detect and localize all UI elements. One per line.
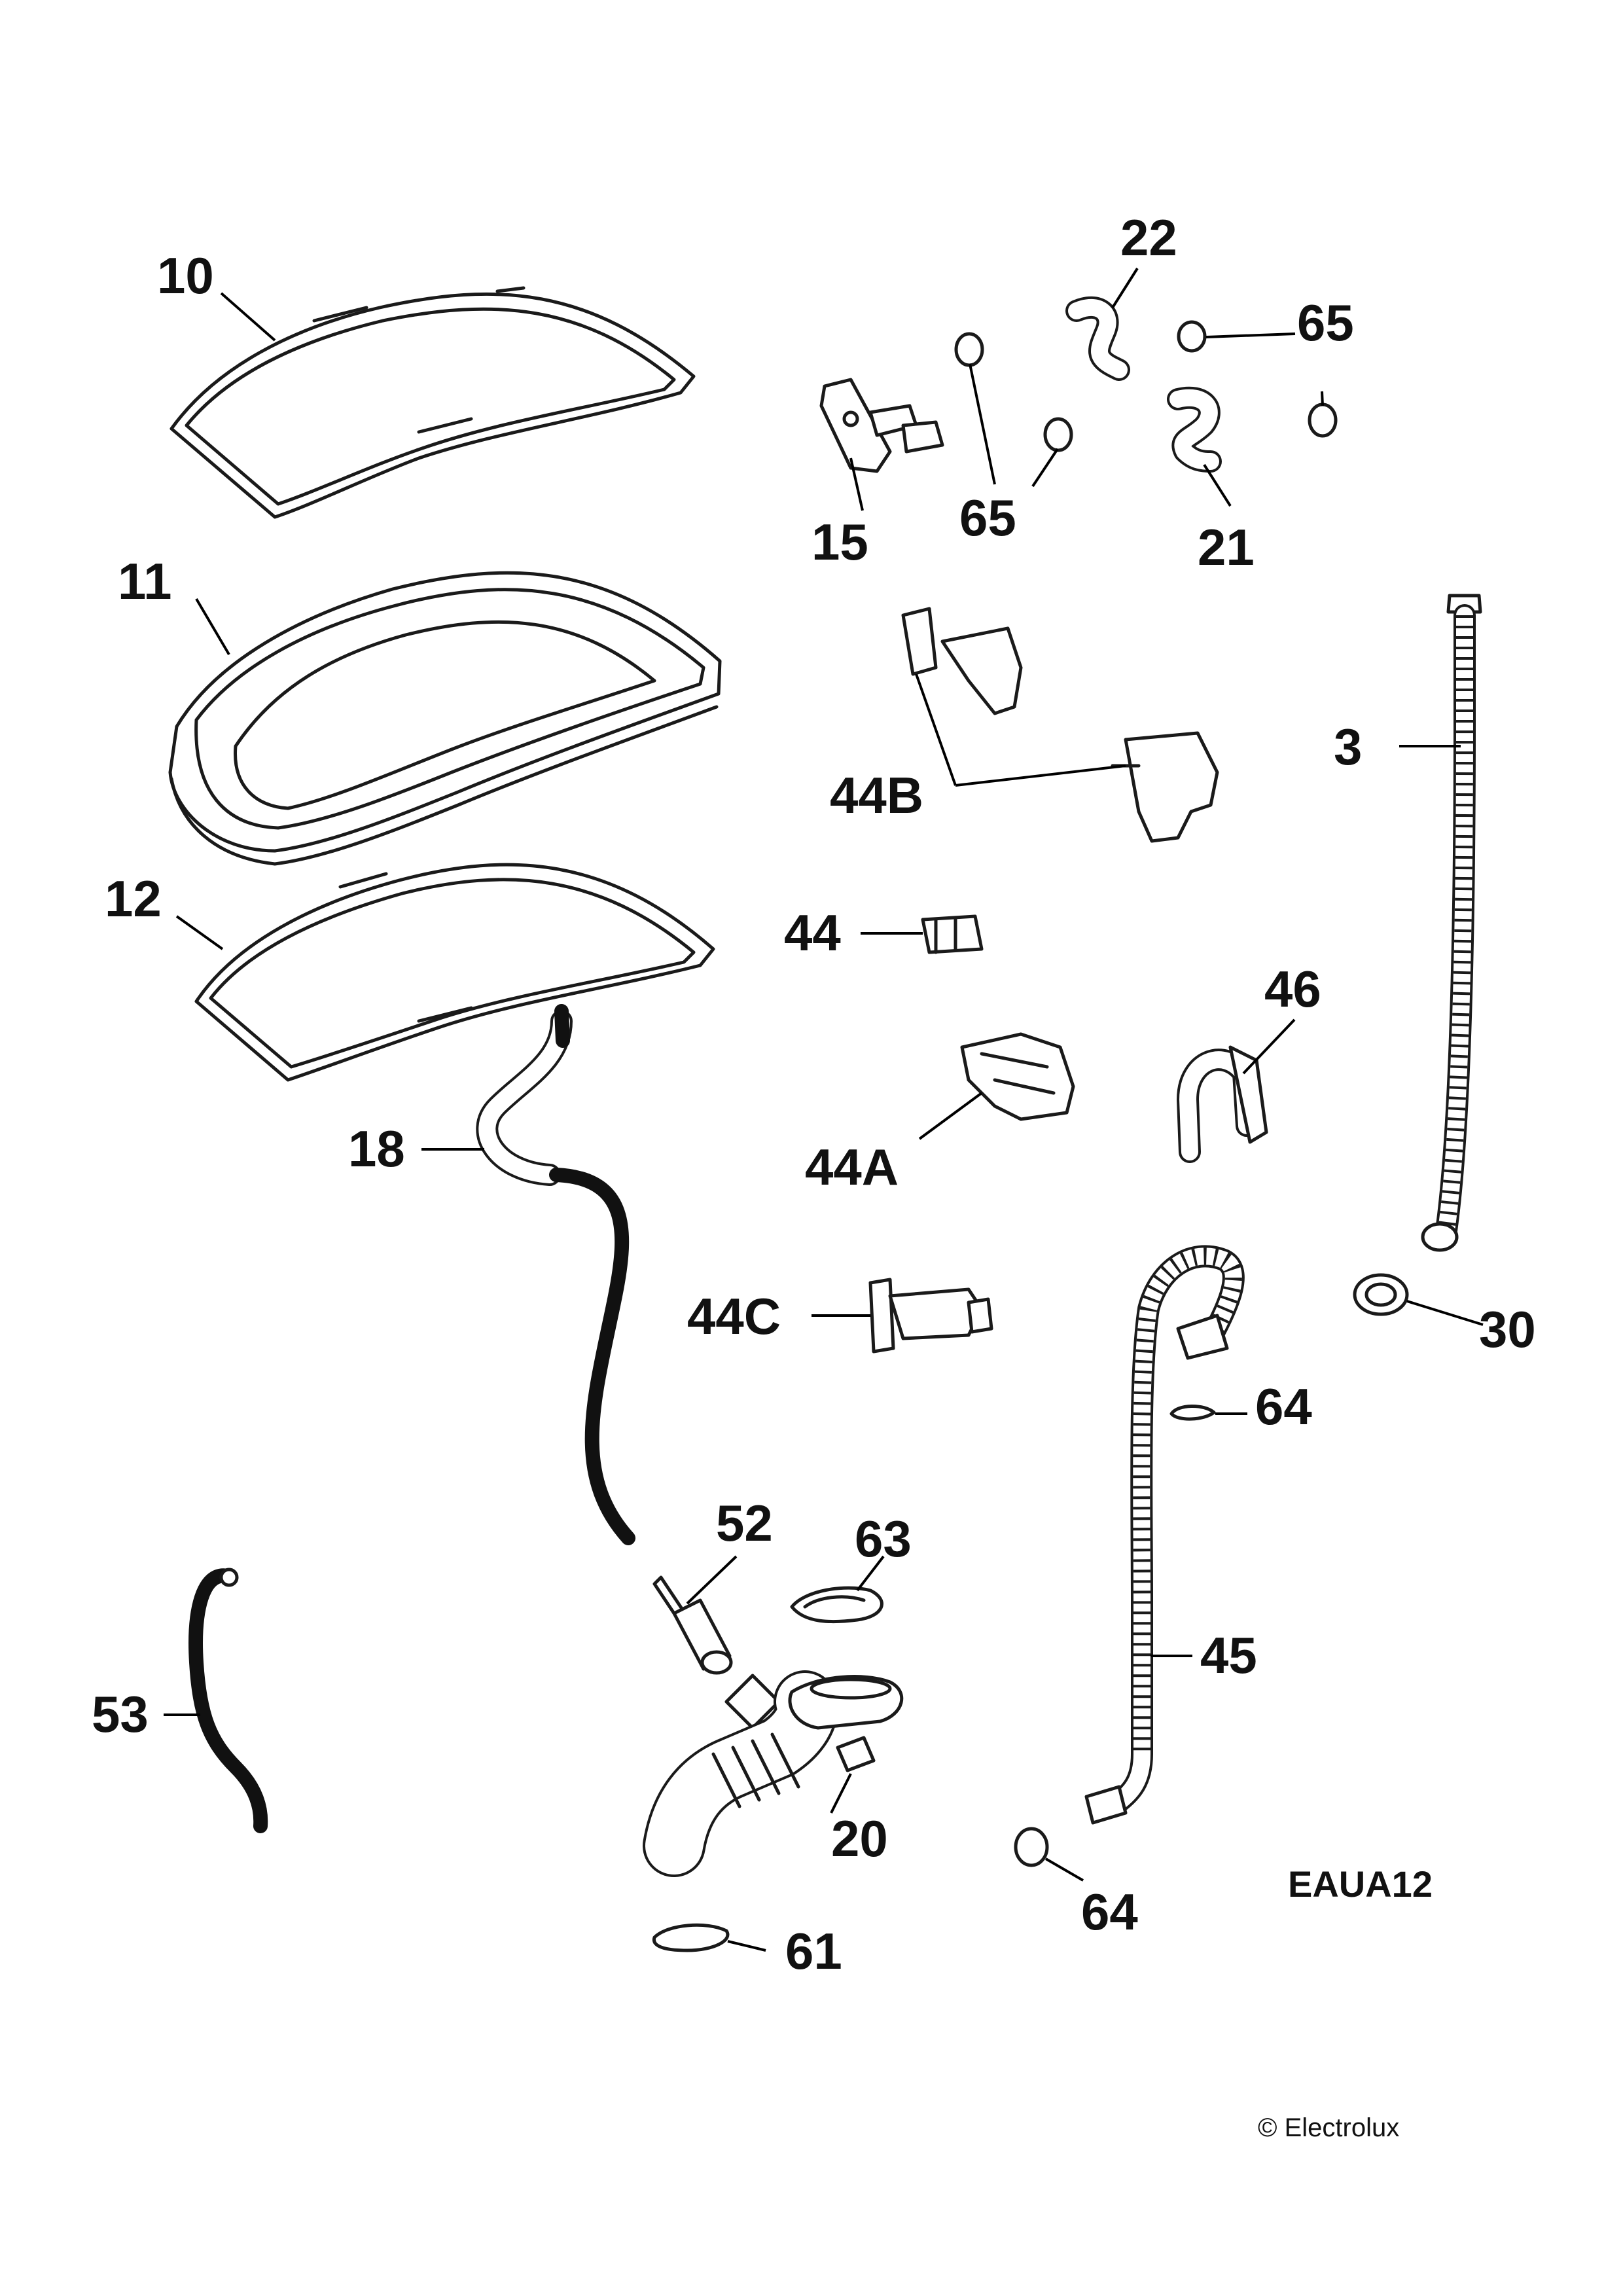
part-10-gasket — [169, 286, 696, 519]
callout-30: 30 — [1479, 1300, 1536, 1358]
part-22-elbow — [1065, 296, 1130, 381]
part-65-clamps — [954, 320, 1338, 452]
callout-20: 20 — [831, 1810, 888, 1867]
part-64-clamps — [1014, 1405, 1216, 1867]
callout-labels: 10 11 12 15 65 22 65 21 3 44B 44 46 44A … — [92, 209, 1536, 1980]
callout-44: 44 — [784, 904, 841, 961]
part-45-drain-hose — [1084, 1245, 1245, 1825]
callout-11: 11 — [118, 552, 171, 610]
part-44a-clip — [960, 1032, 1075, 1121]
part-63-clamp — [790, 1586, 883, 1624]
callout-22: 22 — [1120, 209, 1177, 266]
callout-3: 3 — [1334, 718, 1362, 776]
leader-lines — [164, 267, 1484, 1952]
part-12-gasket — [194, 863, 715, 1082]
part-21-elbow — [1167, 386, 1222, 473]
callout-64-upper: 64 — [1255, 1378, 1312, 1435]
callout-44b: 44B — [830, 766, 923, 824]
part-61-clamp — [652, 1923, 730, 1952]
callout-10: 10 — [157, 247, 214, 304]
callout-15: 15 — [812, 513, 868, 571]
callout-44a: 44A — [805, 1138, 899, 1196]
callout-61: 61 — [785, 1922, 842, 1980]
callout-12: 12 — [105, 870, 162, 927]
callout-18: 18 — [348, 1120, 405, 1177]
diagram-code: EAUA12 — [1288, 1863, 1433, 1905]
part-44b-clips — [901, 607, 1219, 843]
callout-65-upper: 65 — [1297, 294, 1354, 351]
callout-64-lower: 64 — [1081, 1883, 1138, 1941]
part-15-valve — [819, 378, 944, 473]
callout-52: 52 — [716, 1494, 773, 1552]
callout-65-lower: 65 — [959, 489, 1016, 547]
part-18-hose — [476, 1004, 635, 1545]
part-3-hose — [1421, 594, 1482, 1252]
part-44-clip — [921, 914, 984, 954]
part-30-grommet — [1353, 1273, 1409, 1316]
callout-53: 53 — [92, 1685, 149, 1743]
part-52-sensor — [652, 1575, 733, 1675]
callout-46: 46 — [1264, 960, 1321, 1018]
callout-63: 63 — [855, 1510, 912, 1568]
part-44c-holder — [868, 1278, 993, 1354]
callout-44c: 44C — [687, 1287, 781, 1345]
copyright-notice: © Electrolux — [1258, 2113, 1399, 2142]
part-20-sump-hose — [643, 1670, 904, 1877]
callout-45: 45 — [1200, 1626, 1257, 1684]
part-11-seal — [168, 571, 722, 866]
callout-21: 21 — [1198, 518, 1255, 576]
part-53-hose — [188, 1568, 268, 1833]
part-46-guide — [1177, 1045, 1268, 1163]
